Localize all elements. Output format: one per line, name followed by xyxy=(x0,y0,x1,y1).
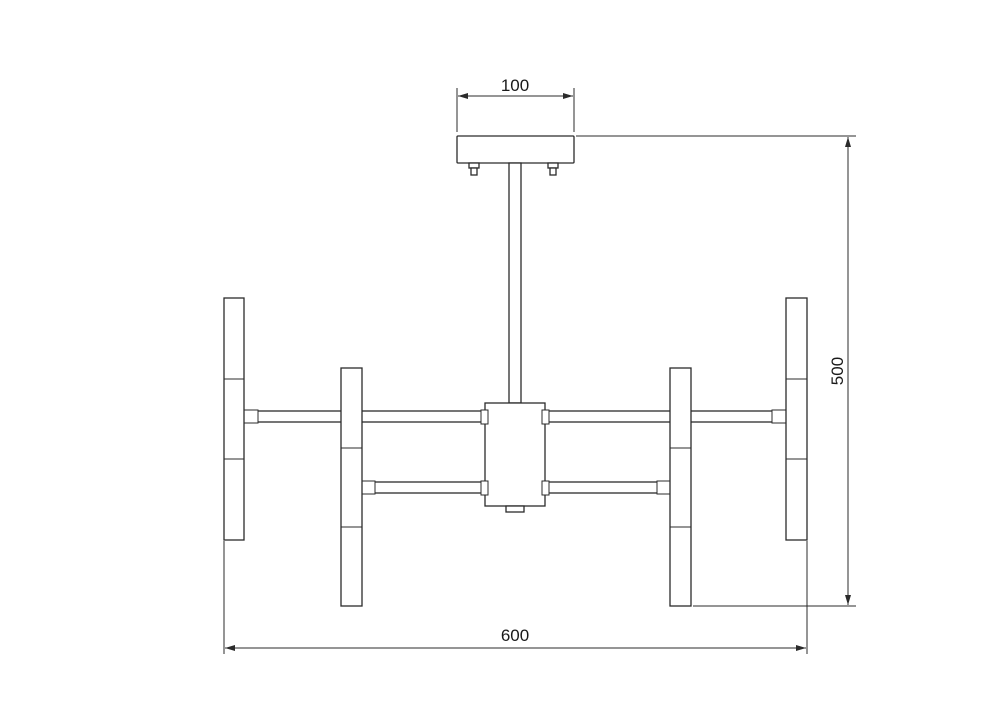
central-hub xyxy=(480,402,550,513)
lamp-tube-outer-left xyxy=(223,297,245,541)
suspension-rod xyxy=(508,162,522,404)
lamp-tube-inner-left xyxy=(340,367,363,607)
dimension-canopy-width: 100 xyxy=(456,76,575,132)
ceiling-canopy xyxy=(456,135,575,176)
dimension-overall-width: 600 xyxy=(223,541,808,654)
dimension-overall-width-label: 600 xyxy=(501,626,529,645)
canopy-screw-left xyxy=(468,162,480,176)
lamp-tube-outer-right xyxy=(785,297,808,541)
dimension-overall-height-label: 500 xyxy=(828,357,847,385)
dimension-canopy-width-label: 100 xyxy=(501,76,529,95)
lamp-tube-inner-right xyxy=(669,367,692,607)
canopy-screw-right xyxy=(547,162,559,176)
dimension-overall-height: 500 xyxy=(576,135,856,607)
